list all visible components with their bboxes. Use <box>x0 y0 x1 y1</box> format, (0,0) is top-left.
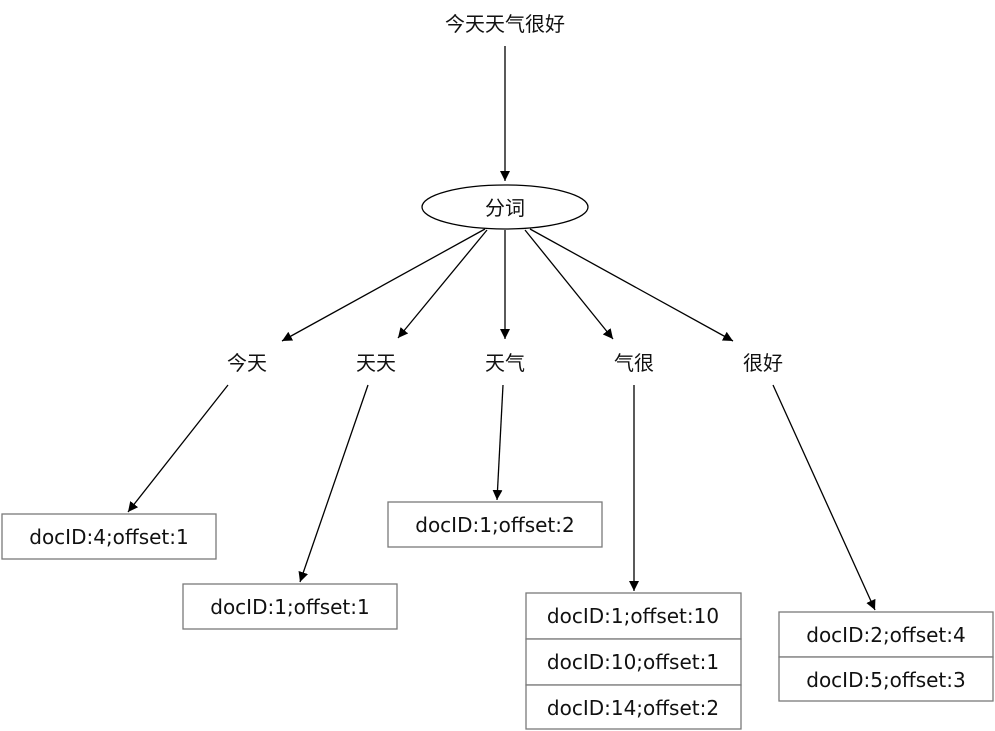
tokenizer-to-token-1-arrow <box>397 229 488 339</box>
posting-cell <box>182 583 398 630</box>
posting-entry: docID:10;offset:1 <box>547 650 719 674</box>
token-label-1: 天天 <box>356 351 396 375</box>
posting-list-2: docID:1;offset:2 <box>387 501 603 548</box>
posting-list-4: docID:2;offset:4 docID:5;offset:3 <box>778 611 994 702</box>
posting-entry: docID:2;offset:4 <box>806 623 965 647</box>
posting-cell <box>778 611 994 658</box>
posting-list-1: docID:1;offset:1 <box>182 583 398 630</box>
posting-cell <box>387 501 603 548</box>
posting-cell <box>525 592 742 640</box>
posting-cell <box>525 684 742 730</box>
tokenizer-node <box>421 184 589 230</box>
posting-entry: docID:1;offset:2 <box>415 513 574 537</box>
posting-entry: docID:14;offset:2 <box>547 696 719 720</box>
source-text: 今天天气很好 <box>445 12 565 36</box>
posting-entry: docID:4;offset:1 <box>29 525 188 549</box>
posting-cell <box>1 513 217 560</box>
posting-entry: docID:5;offset:3 <box>806 668 965 692</box>
posting-list-0: docID:4;offset:1 <box>1 513 217 560</box>
posting-entry: docID:1;offset:1 <box>210 595 369 619</box>
token-0-to-postings-arrow <box>127 384 229 513</box>
tokenizer-to-token-0-arrow <box>281 228 486 342</box>
token-label-3: 气很 <box>614 351 654 375</box>
token-1-to-postings-arrow <box>298 384 369 583</box>
token-label-4: 很好 <box>743 351 783 375</box>
token-2-to-postings-arrow <box>492 384 504 501</box>
posting-entry: docID:1;offset:10 <box>547 604 719 628</box>
posting-cell <box>525 638 742 686</box>
token-label-2: 天气 <box>485 351 525 375</box>
tokenizer-to-token-3-arrow <box>524 229 614 340</box>
token-label-0: 今天 <box>227 351 267 375</box>
tokenizer-label: 分词 <box>485 196 525 220</box>
tokenizer-to-token-4-arrow <box>529 228 734 342</box>
token-4-to-postings-arrow <box>772 384 876 611</box>
posting-cell <box>778 656 994 702</box>
posting-list-3: docID:1;offset:10 docID:10;offset:1 docI… <box>525 592 742 730</box>
